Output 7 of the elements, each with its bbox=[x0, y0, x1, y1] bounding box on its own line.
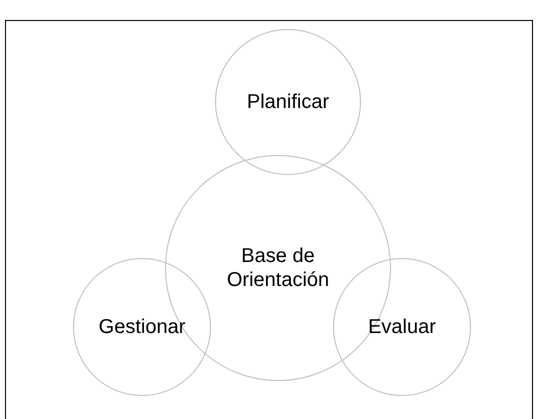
circle-node bbox=[215, 29, 361, 175]
node-label: Planificar bbox=[246, 90, 330, 114]
circle-node bbox=[333, 258, 471, 396]
circle-node bbox=[73, 258, 211, 396]
node-label: Evaluar bbox=[368, 315, 436, 339]
node-label: Base de Orientación bbox=[226, 244, 330, 292]
node-label: Gestionar bbox=[98, 315, 186, 339]
